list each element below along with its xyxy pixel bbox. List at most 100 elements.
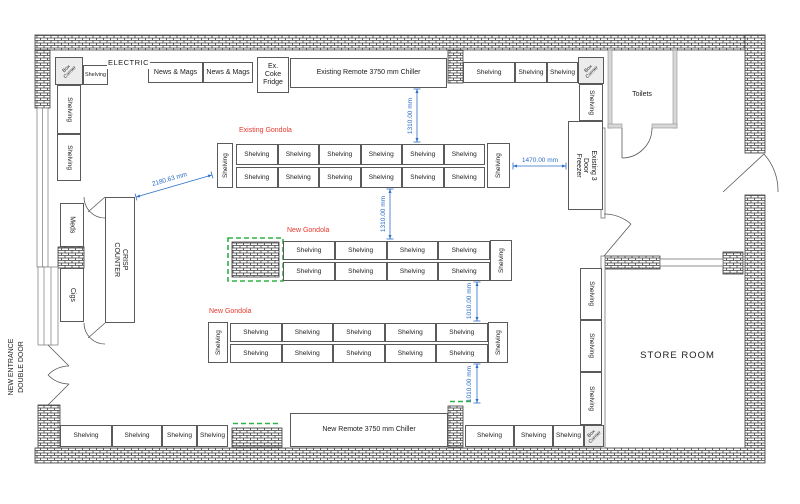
dimension-arrow [415, 89, 419, 93]
fixture-label: Shelving [494, 153, 502, 178]
fixture-shelving: Shelving [384, 323, 436, 342]
wall-piers [57, 49, 744, 448]
fixture-shelving: Shelving [487, 143, 510, 188]
crisp-counter-flap-top [83, 196, 106, 219]
fixture-shelving: Shelving [283, 241, 335, 260]
store-corridor-door [603, 213, 632, 257]
fixture-label: Shelving [587, 90, 595, 115]
fixture-shelving: Shelving [57, 85, 81, 134]
fixture-label: Shelving [346, 349, 372, 357]
fixture-shelving: Shelving [283, 262, 335, 281]
fixture-label: Shelving [167, 432, 192, 440]
fixture-news-mags: News & Mags [203, 62, 253, 83]
fixture-label: Box Corner [61, 63, 78, 80]
fixture-shelving: Shelving [334, 262, 387, 281]
fixture-label: Shelving [294, 328, 320, 336]
fixture-shelving: Shelving [436, 323, 488, 342]
fixture-shelving: Shelving [112, 425, 162, 447]
fixture-shelving: Shelving [580, 320, 602, 372]
toilets-door [621, 127, 653, 159]
fixture-label: Shelving [410, 173, 436, 181]
fixture-shelving: Shelving [438, 262, 490, 281]
fixture-label: Shelving [451, 150, 477, 158]
fixture-shelving: Shelving [277, 167, 319, 188]
fixture-shelving: Shelving [162, 425, 197, 447]
dimension-arrow [475, 282, 479, 286]
fixture-existing-remote-3750-mm-chiller: Existing Remote 3750 mm Chiller [290, 58, 447, 88]
dimension-text: 1470.00 mm [522, 157, 558, 164]
fixture-shelving: Shelving [57, 134, 81, 181]
fixture-label: Meds [68, 216, 76, 234]
fixture-label: Shelving [200, 432, 225, 440]
fixture-label: Shelving [397, 328, 423, 336]
fixture-label: Shelving [124, 432, 150, 440]
fixture-label: Shelving [327, 150, 353, 158]
fixture-shelving: Shelving [515, 62, 547, 83]
fixture-label: Shelving [451, 267, 477, 275]
gondola-label: New Gondola [287, 227, 330, 234]
fixture-shelving: Shelving [208, 322, 228, 363]
fixture-shelving: Shelving [386, 241, 439, 260]
fixture-label: Shelving [368, 150, 394, 158]
fixture-shelving: Shelving [277, 144, 319, 165]
fixture-label: CRISP COUNTER [113, 242, 128, 278]
fixture-label: Shelving [497, 248, 505, 273]
dimension-arrow [475, 364, 479, 368]
fixture-label: Shelving [451, 173, 477, 181]
fixture-shelving: Shelving [217, 143, 233, 188]
fixture-label: Shelving [397, 349, 423, 357]
fixture-label: Shelving [449, 349, 475, 357]
fixture-new-remote-3750-mm-chiller: New Remote 3750 mm Chiller [290, 413, 448, 447]
dimension-tick [210, 171, 214, 179]
fixture-label: Shelving [243, 349, 269, 357]
fixture-shelving: Shelving [360, 167, 402, 188]
fixture-label: Shelving [243, 328, 269, 336]
fixture-shelving: Shelving [465, 425, 514, 447]
fixture-label: Shelving [494, 330, 502, 355]
fixture-shelving: Shelving [230, 323, 282, 342]
new-entrance-line1: NEW ENTRANCE [8, 338, 15, 396]
dimension-arrow [388, 235, 392, 239]
fixture-label: Ex. Coke Fridge [263, 63, 283, 86]
fixture-shelving: Shelving [443, 144, 485, 165]
fixture-shelving: Shelving [580, 268, 602, 320]
fixture-shelving: Shelving [60, 425, 112, 447]
fixture-label: Box Corner [583, 63, 600, 80]
fixture-shelving: Shelving [386, 262, 439, 281]
fixture-shelving: Shelving [197, 425, 228, 447]
fixture-shelving: Shelving [488, 322, 508, 363]
fixture-label: Shelving [294, 349, 320, 357]
outer-walls [34, 34, 766, 464]
fixture-label: Shelving [476, 68, 502, 76]
dimension-tick [134, 193, 138, 201]
fixture-label: Shelving [399, 246, 425, 254]
fixture-label: Shelving [214, 330, 222, 355]
new-entrance-line2: DOUBLE DOOR [18, 341, 26, 393]
dimension-text: 1010.00 mm [466, 366, 473, 402]
fixture-shelving: Shelving [230, 344, 282, 363]
fixture-label: Shelving [348, 267, 374, 275]
fixture-label: Shelving [587, 386, 595, 411]
fixture-shelving: Shelving [281, 344, 333, 363]
toilets-room-label: Toilets [632, 91, 652, 98]
dimension-arrow [136, 194, 141, 198]
gondola-label: New Gondola [209, 308, 252, 315]
fixture-shelving: Shelving [514, 425, 553, 447]
fixture-label: Shelving [368, 173, 394, 181]
fixture-label: News & Mags [153, 68, 198, 76]
fixture-shelving: Shelving [83, 65, 108, 85]
fixture-label: News & Mags [206, 68, 250, 76]
fixture-news-mags: News & Mags [148, 62, 203, 83]
fixture-label: Shelving [296, 267, 322, 275]
fixture-label: Shelving [65, 145, 73, 170]
fixture-shelving: Shelving [319, 167, 361, 188]
fixture-label: Shelving [244, 150, 270, 158]
electric-area-label: ELECTRIC [107, 55, 150, 69]
dimension-text: 2180.63 mm [151, 171, 188, 188]
dimension-arrow [513, 164, 517, 168]
fixture-label: Shelving [221, 153, 229, 178]
fixture-label: Shelving [521, 432, 546, 440]
fixture-shelving: Shelving [547, 62, 578, 83]
dimension-arrow [475, 317, 479, 321]
